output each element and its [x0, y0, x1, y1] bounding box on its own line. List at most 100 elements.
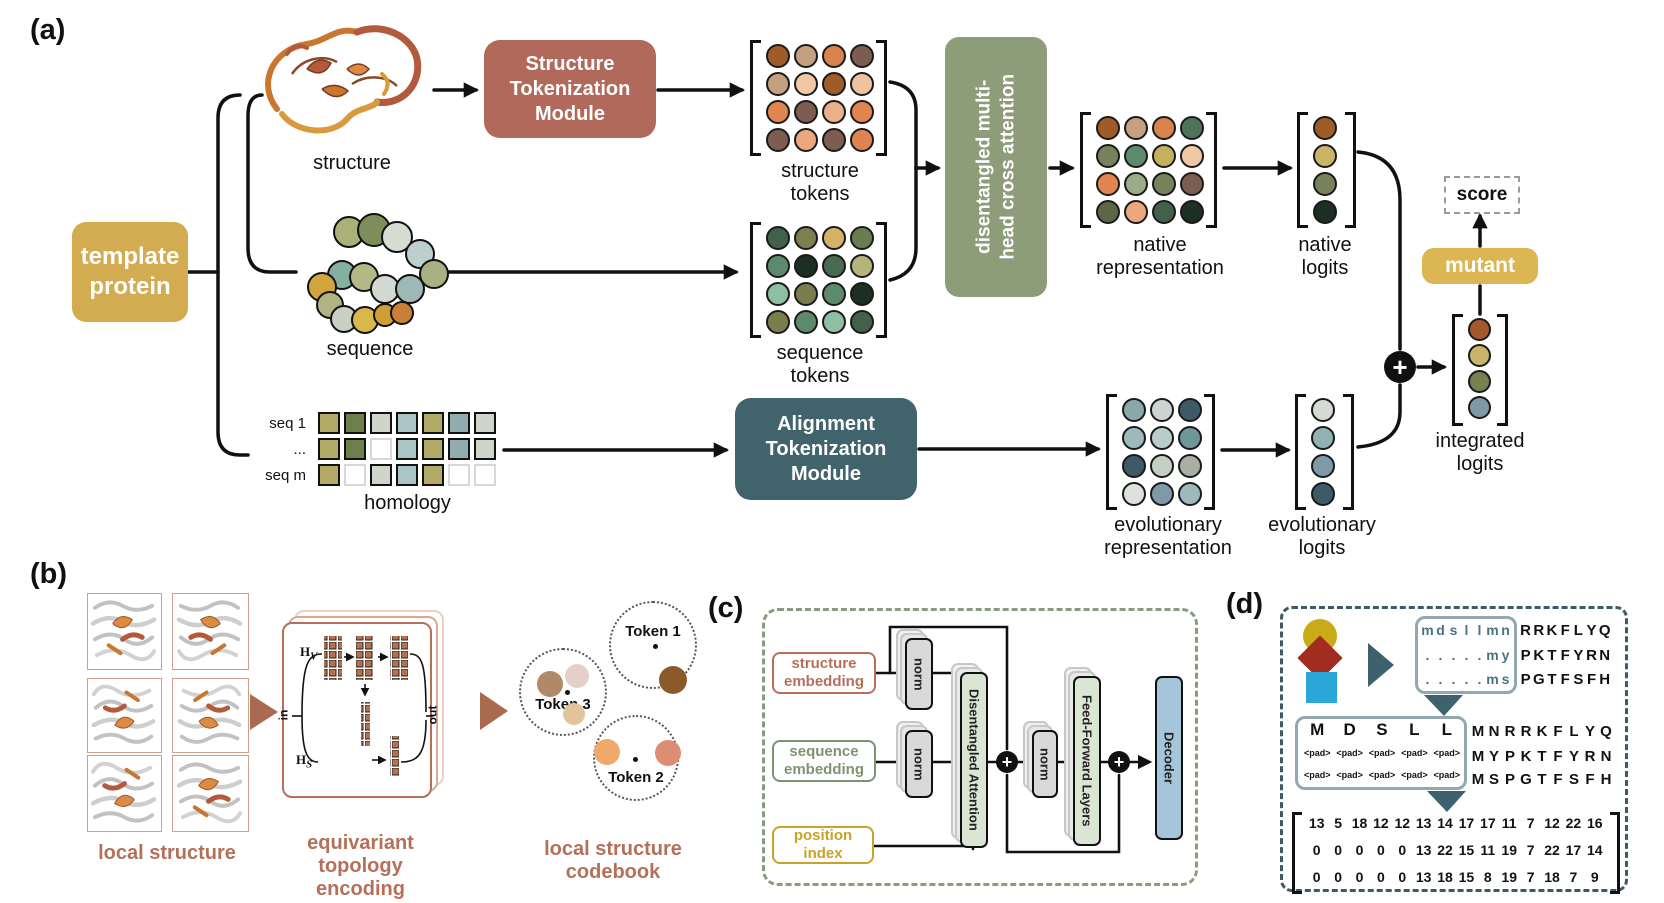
- local-structure-thumb-4: [172, 678, 249, 753]
- evo-logits-bracket-right: [1343, 394, 1354, 510]
- seq-ellipsis-label: ...: [293, 441, 306, 458]
- native-logits-column: [1313, 116, 1337, 224]
- sequence-tokens-bracket-left: [750, 222, 761, 338]
- local-structure-thumb-6: [172, 755, 249, 832]
- native-logits-bracket-right: [1345, 112, 1356, 228]
- panel-d-triangles: [1368, 643, 1466, 812]
- tokenized-row-3-cells: <pad><pad><pad><pad><pad>: [1303, 770, 1461, 780]
- evolutionary-logits-to-plus-curve: [1356, 383, 1402, 449]
- alignment-down-triangle: [1424, 695, 1463, 716]
- evolutionary-representation-label: evolutionary representation: [1104, 514, 1232, 560]
- structure-tokens-grid: [766, 44, 874, 152]
- structure-tokens-bracket-left: [750, 40, 761, 156]
- evolutionary-representation-grid: [1122, 398, 1202, 506]
- tokens-down-triangle: [1427, 791, 1466, 812]
- norm3-block: norm: [1032, 730, 1058, 798]
- seq-1-label: seq 1: [269, 415, 306, 432]
- plus-1-icon: +: [996, 751, 1018, 773]
- residual-skip-1: [888, 625, 1009, 751]
- decoder-block: Decoder: [1155, 676, 1183, 840]
- structure-caption: structure: [313, 152, 391, 174]
- plus-2-icon: +: [1108, 751, 1130, 773]
- encoding-caption: equivariant topology encoding: [307, 832, 414, 900]
- encoder-card: HV HS in out: [276, 622, 439, 798]
- score-box: score: [1444, 176, 1520, 214]
- alignment-window-box: [1415, 616, 1517, 694]
- panel-c-border: [762, 608, 1198, 886]
- panel-d-label: (d): [1226, 588, 1264, 620]
- sequence-tokens-grid: [766, 226, 874, 334]
- sequence-caption: sequence: [326, 338, 414, 360]
- tokenized-window-box: [1295, 716, 1467, 790]
- shapes-to-alignment-triangle: [1368, 643, 1394, 687]
- evo-logits-bracket-left: [1295, 394, 1306, 510]
- native-repr-bracket-right: [1206, 112, 1217, 228]
- panel-b-triangles: [250, 692, 508, 730]
- local-structure-thumb-2: [172, 593, 249, 670]
- token-2-cluster: Token 2: [593, 715, 681, 801]
- structure-tokenization-module: Structure Tokenization Module: [484, 40, 656, 138]
- sequence-tokens-bracket-right: [876, 222, 887, 338]
- structure-tokens-bracket-right: [876, 40, 887, 156]
- integrated-logits-label: integrated logits: [1435, 430, 1525, 476]
- cross-attention-module: disentangled multi- head cross attention: [945, 37, 1047, 297]
- panel-a-connectors: [186, 80, 1488, 458]
- native-logits-label: native logits: [1298, 234, 1352, 280]
- homology-caption: homology: [364, 492, 451, 514]
- sequence-beads: [300, 192, 450, 334]
- hv-label: HV: [300, 644, 318, 663]
- seq-m-label: seq m: [265, 467, 306, 484]
- square-shape-icon: [1306, 672, 1337, 703]
- matrix-bracket-left: [1292, 812, 1302, 894]
- local-structure-thumb-3: [87, 678, 162, 753]
- norm2-block: norm: [905, 730, 933, 798]
- structure-tokens-label: structure tokens: [781, 160, 859, 206]
- evo-repr-bracket-right: [1204, 394, 1215, 510]
- panel-a-label: (a): [30, 14, 66, 46]
- position-index-box: position index: [772, 826, 874, 864]
- token-1-cluster: Token 1: [609, 601, 697, 694]
- feed-forward-block: Feed-Forward Layers: [1073, 676, 1101, 846]
- panel-b-label: (b): [30, 558, 68, 590]
- residual-skip-2: [1005, 773, 1121, 854]
- sequence-tokens-merge-curve: [888, 166, 918, 282]
- local-structure-caption: local structure: [98, 842, 236, 864]
- out-label: out: [425, 705, 440, 725]
- native-representation-label: native representation: [1096, 234, 1224, 280]
- token-1-label: Token 1: [625, 623, 681, 640]
- panel-d-border: [1280, 606, 1628, 892]
- plus-combine-icon: +: [1384, 351, 1416, 383]
- integrated-logits-bracket-left: [1452, 314, 1463, 426]
- inner-branch-bracket: [246, 93, 298, 274]
- sequence-tokens-label: sequence tokens: [776, 342, 864, 388]
- in-label: in: [276, 709, 291, 721]
- matrix-bracket-right: [1610, 812, 1620, 894]
- token-2-label: Token 2: [608, 769, 664, 786]
- native-logits-to-plus-curve: [1356, 150, 1402, 351]
- homology-grid: [318, 412, 496, 486]
- outer-branch-bracket: [216, 93, 250, 457]
- protein-structure-art: [265, 25, 422, 134]
- evolutionary-logits-column: [1311, 398, 1335, 506]
- codebook-caption: local structure codebook: [544, 838, 682, 883]
- native-representation-grid: [1096, 116, 1204, 224]
- local-structure-thumb-5: [87, 755, 162, 832]
- encoder-to-codebook-triangle: [480, 692, 508, 730]
- sequence-embedding-box: sequence embedding: [772, 740, 876, 782]
- thumbs-to-encoder-triangle: [250, 694, 278, 730]
- cross-attention-label: disentangled multi- head cross attention: [973, 74, 1018, 260]
- token-3-cluster: Token 3: [519, 648, 607, 736]
- mutant-box: mutant: [1422, 248, 1538, 284]
- native-repr-bracket-left: [1080, 112, 1091, 228]
